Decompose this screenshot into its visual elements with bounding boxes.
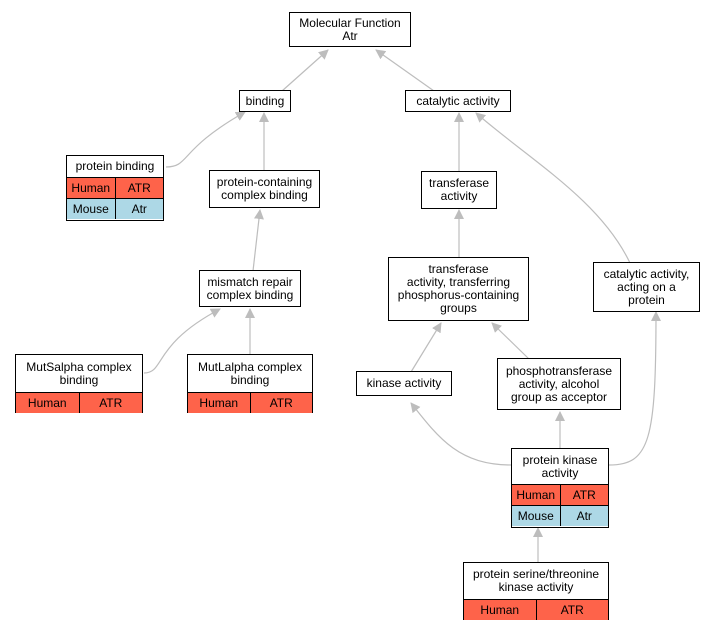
node-mutsalpha-complex-binding[interactable]: MutSalpha complex binding Human ATR: [15, 354, 143, 413]
gene-cell[interactable]: ATR: [78, 393, 142, 413]
species-cell: Human: [16, 393, 79, 413]
node-protein-kinase-activity[interactable]: protein kinase activity Human ATR Mouse …: [511, 448, 609, 528]
node-title: MutLalpha complex binding: [188, 355, 312, 393]
edge-mutsalpha-mismatch: [143, 308, 221, 374]
edge-phospho-transferasep: [491, 322, 530, 360]
gene-cell[interactable]: Atr: [559, 506, 608, 526]
annotation-row: Mouse Atr: [67, 199, 163, 219]
node-title: protein serine/threonine kinase activity: [464, 563, 608, 600]
node-mismatch-repair-complex-binding[interactable]: mismatch repair complex binding: [199, 270, 301, 307]
gene-cell[interactable]: ATR: [559, 485, 608, 505]
edge-catprotein-catalytic: [475, 112, 631, 264]
species-cell: Mouse: [67, 199, 115, 219]
annotation-row: Human ATR: [464, 600, 608, 620]
node-binding[interactable]: binding: [239, 90, 291, 112]
edge-pkinase-kinase: [410, 402, 513, 466]
gene-cell[interactable]: ATR: [114, 178, 163, 198]
species-cell: Human: [464, 600, 536, 620]
node-molecular-function-atr[interactable]: Molecular Function Atr: [289, 12, 411, 47]
gene-cell[interactable]: Atr: [114, 199, 163, 219]
annotation-row: Human ATR: [16, 393, 142, 413]
node-kinase-activity[interactable]: kinase activity: [356, 371, 452, 396]
edge-catalytic-root: [375, 49, 435, 92]
species-cell: Human: [512, 485, 560, 505]
edge-proteinbinding-binding: [165, 111, 246, 168]
species-cell: Mouse: [512, 506, 560, 526]
node-protein-serine-threonine-kinase-activity[interactable]: protein serine/threonine kinase activity…: [463, 562, 609, 620]
edge-kinase-transferasep: [410, 322, 442, 373]
gene-cell[interactable]: ATR: [249, 393, 312, 413]
annotation-row: Human ATR: [188, 393, 312, 413]
edge-binding-root: [281, 49, 329, 92]
edge-mismatch-pcc: [252, 209, 264, 272]
node-phosphotransferase-activity[interactable]: phosphotransferase activity, alcohol gro…: [497, 358, 621, 410]
annotation-row: Human ATR: [512, 485, 608, 506]
node-title: MutSalpha complex binding: [16, 355, 142, 393]
species-cell: Human: [188, 393, 250, 413]
gene-cell[interactable]: ATR: [535, 600, 608, 620]
annotation-row: Human ATR: [67, 178, 163, 199]
species-cell: Human: [67, 178, 115, 198]
node-transferase-activity-transferring-phosphorus[interactable]: transferase activity, transferring phosp…: [388, 257, 529, 321]
node-transferase-activity[interactable]: transferase activity: [421, 171, 497, 209]
annotation-row: Mouse Atr: [512, 506, 608, 526]
node-mutlalpha-complex-binding[interactable]: MutLalpha complex binding Human ATR: [187, 354, 313, 413]
edge-pkinase-catprotein: [608, 311, 661, 466]
node-protein-binding[interactable]: protein binding Human ATR Mouse Atr: [66, 155, 164, 221]
node-title: protein kinase activity: [512, 449, 608, 485]
node-protein-containing-complex-binding[interactable]: protein-containing complex binding: [209, 170, 320, 208]
node-title: protein binding: [67, 156, 163, 178]
node-catalytic-activity[interactable]: catalytic activity: [405, 90, 511, 112]
node-catalytic-activity-acting-on-protein[interactable]: catalytic activity, acting on a protein: [593, 262, 700, 312]
